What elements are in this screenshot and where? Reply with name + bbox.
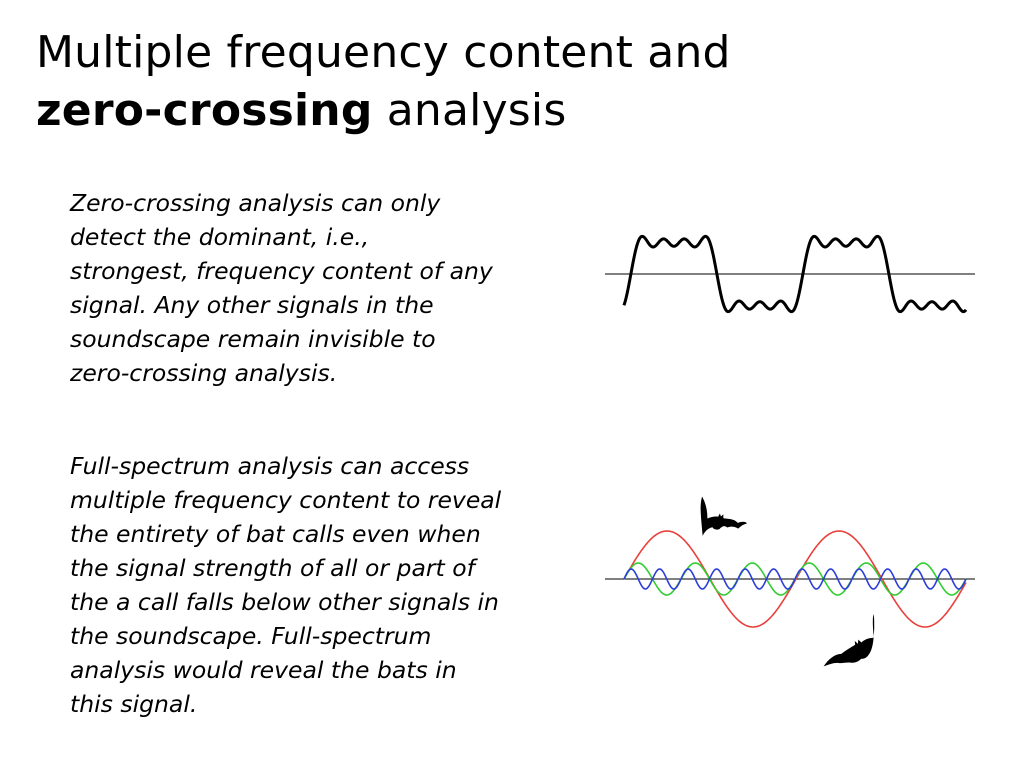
multi-frequency-figure [605, 496, 975, 667]
full-spectrum-description: Full-spectrum analysis can access multip… [70, 452, 502, 718]
square-waveform [622, 234, 968, 314]
title-rest: analysis [372, 85, 567, 136]
zero-crossing-description: Zero-crossing analysis can only detect t… [70, 189, 493, 387]
high-frequency-sine [623, 568, 967, 590]
bat-silhouette-icon [700, 496, 748, 536]
bat-silhouette-icon [823, 613, 875, 667]
slide-title: Multiple frequency content and zero-cros… [36, 24, 996, 140]
title-bold-term: zero-crossing [36, 85, 373, 136]
title-line-1: Multiple frequency content and [36, 27, 731, 78]
square-wave-figure [605, 234, 975, 314]
